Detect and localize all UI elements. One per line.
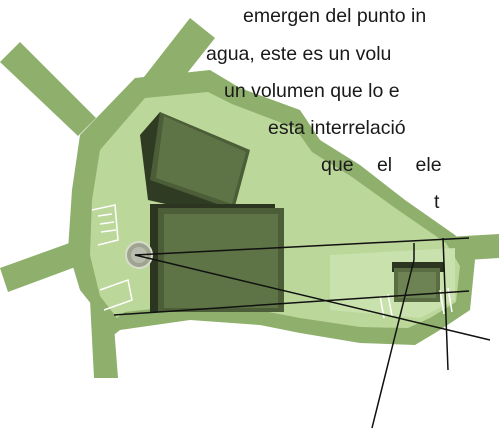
- leader-line-6: [442, 237, 449, 371]
- upper-building-roof: [156, 116, 246, 204]
- leader-line-4: [371, 259, 415, 429]
- ramp-lines: [91, 204, 453, 319]
- annotation-lines: [113, 237, 491, 429]
- lower-building-roof: [164, 214, 278, 308]
- east-pavilion-shadow: [392, 262, 444, 272]
- path-northwest: [0, 42, 96, 136]
- leader-line-2: [134, 254, 491, 341]
- leader-line-3: [113, 290, 470, 316]
- leader-line-1: [134, 237, 470, 256]
